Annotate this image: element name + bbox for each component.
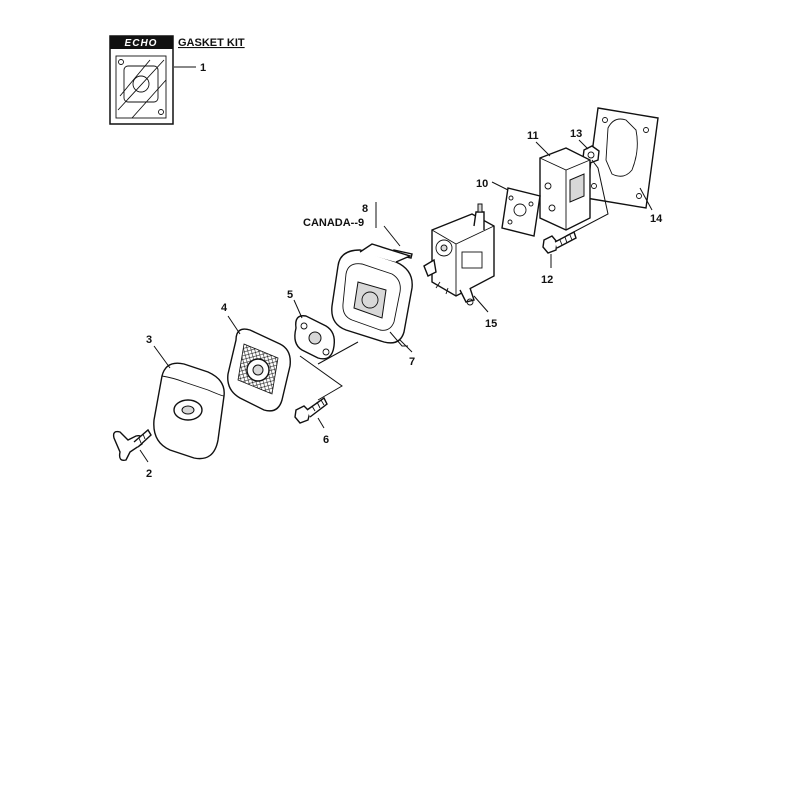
label-12: 12 — [541, 274, 553, 286]
label-15: 15 — [485, 318, 497, 330]
label-9: CANADA--9 — [303, 217, 364, 229]
part-11-insulator: 11 — [527, 130, 609, 237]
label-3: 3 — [146, 334, 152, 346]
label-2: 2 — [146, 468, 152, 480]
label-1: 1 — [200, 62, 206, 74]
label-14: 14 — [650, 213, 663, 225]
part-7-filter-case: 7 — [331, 243, 415, 368]
part-4-filter-element: 4 — [221, 302, 291, 412]
part-12-bolt: 12 — [541, 230, 577, 286]
label-8: 8 — [362, 203, 368, 215]
part-5-plate: 5 — [287, 289, 336, 360]
part-6-bolt: 6 — [294, 341, 359, 446]
label-11: 11 — [527, 130, 539, 142]
part-14-gasket: 14 — [585, 107, 663, 225]
label-6: 6 — [323, 434, 329, 446]
gasket-kit-title: GASKET KIT — [178, 37, 245, 49]
label-13: 13 — [570, 128, 582, 140]
brand-text: ECHO — [125, 38, 158, 49]
part-2-wing-bolt: 2 — [112, 428, 152, 480]
label-5: 5 — [287, 289, 293, 301]
part-15-carburetor: 15 — [423, 203, 497, 330]
gasket-kit-box: ECHO GASKET KIT 1 — [109, 35, 245, 125]
part-3-air-cover: 3 — [146, 334, 225, 460]
echo-logo — [110, 36, 173, 49]
label-7: 7 — [409, 356, 415, 368]
label-4: 4 — [221, 302, 228, 314]
label-10: 10 — [476, 178, 488, 190]
part-10-gasket: 10 — [476, 178, 541, 237]
